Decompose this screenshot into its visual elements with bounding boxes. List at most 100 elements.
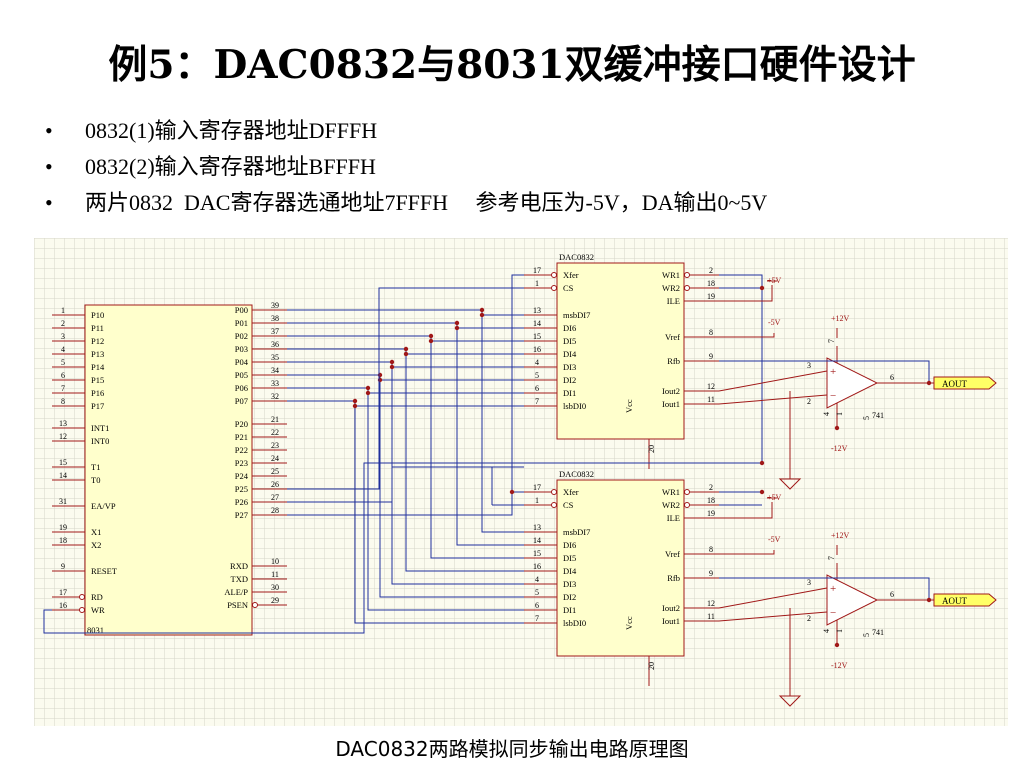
slide-title: 例5：DAC0832与8031双缓冲接口硬件设计 xyxy=(108,42,916,88)
dac-chip-body xyxy=(556,479,685,657)
dac-right-pin-label: WR1 xyxy=(662,270,680,280)
dac-left-pin-number: 14 xyxy=(533,319,541,328)
minus5v-label: -5V xyxy=(768,535,781,544)
opamp-triangle xyxy=(826,574,879,626)
minus12v-label: -12V xyxy=(831,661,848,670)
mcu-right-pin-number: 27 xyxy=(271,493,279,502)
dac-left-pin-number: 15 xyxy=(533,332,541,341)
opamp-pin-number: 2 xyxy=(807,614,811,623)
junction-dot xyxy=(479,307,485,313)
junction-dot xyxy=(926,597,932,603)
opamp-name-label: 741 xyxy=(872,628,884,637)
dac-left-pin-label: lsbDI0 xyxy=(563,401,586,411)
dac-left-pin-number: 15 xyxy=(533,549,541,558)
dac-name-label: DAC0832 xyxy=(559,252,594,262)
mcu-right-pin-label: P05 xyxy=(235,370,248,380)
iout2-wire xyxy=(718,587,828,609)
dac-left-pin-number: 16 xyxy=(533,562,541,571)
dac-left-pin-number: 7 xyxy=(535,397,539,406)
dac-right-pin-number: 18 xyxy=(707,496,715,505)
mcu-right-pin-number: 36 xyxy=(271,340,279,349)
bullet-dot-icon: • xyxy=(45,190,53,215)
dac-left-pin-label: DI3 xyxy=(563,579,576,589)
junction-dot xyxy=(454,325,460,331)
dac-left-pin-label: CS xyxy=(563,500,574,510)
dac-left-pin-number: 1 xyxy=(535,496,539,505)
dac-left-pin-label: DI2 xyxy=(563,375,576,385)
opamp-minus-sign: − xyxy=(830,390,836,402)
dac-left-pin-label: CS xyxy=(563,283,574,293)
dac-left-pin-number: 6 xyxy=(535,384,539,393)
dac-right-pin-number: 2 xyxy=(709,266,713,275)
minus5v-label: -5V xyxy=(768,318,781,327)
mcu-left-pin-number: 9 xyxy=(61,562,65,571)
dac-left-pin-number: 13 xyxy=(533,306,541,315)
junction-dot xyxy=(428,333,434,339)
mcu-right-pin-label: P03 xyxy=(235,344,248,354)
dac-right-pin-number: 11 xyxy=(707,612,715,621)
mcu-left-pin-label: WR xyxy=(91,605,105,615)
mcu-right-pin-label: P23 xyxy=(235,458,248,468)
rfb-feedback-wire xyxy=(719,577,930,600)
opamp-pin-number: 4 xyxy=(822,629,831,633)
mcu-left-pin-number: 5 xyxy=(61,358,65,367)
mcu-right-pin-number: 26 xyxy=(271,480,279,489)
dac-left-pin-number: 5 xyxy=(535,371,539,380)
junction-dot xyxy=(479,312,485,318)
mcu-left-pin-label: P14 xyxy=(91,362,105,372)
mcu-right-pin-label: P25 xyxy=(235,484,248,494)
dac-right-pin-number: 8 xyxy=(709,545,713,554)
rfb-feedback-wire xyxy=(719,360,930,383)
junction-dot xyxy=(759,489,765,495)
dac-right-pin-label: WR1 xyxy=(662,487,680,497)
junction-dot xyxy=(377,372,383,378)
diagram-caption: DAC0832两路模拟同步输出电路原理图 xyxy=(335,737,689,761)
inversion-bubble xyxy=(684,285,690,291)
dac-right-pin-number: 12 xyxy=(707,599,715,608)
inversion-bubble xyxy=(684,272,690,278)
junction-dot xyxy=(403,351,409,357)
opamp-pin-number: 5 xyxy=(862,633,871,637)
dac-right-pin-label: Rfb xyxy=(667,356,680,366)
cs1-wire xyxy=(287,287,524,490)
mcu-right-pin-label: RXD xyxy=(230,561,248,571)
iout1-wire xyxy=(718,394,828,405)
mcu-right-pin-number: 28 xyxy=(271,506,279,515)
mcu-left-pin-number: 14 xyxy=(59,471,67,480)
mcu-left-pin-label: P16 xyxy=(91,388,104,398)
bullet-dot-icon: • xyxy=(45,118,53,143)
dac-right-pin-label: ILE xyxy=(667,513,680,523)
dac-left-pin-number: 5 xyxy=(535,588,539,597)
mcu-left-pin-label: P11 xyxy=(91,323,104,333)
junction-dot xyxy=(352,403,358,409)
dac-left-pin-label: DI6 xyxy=(563,323,576,333)
junction-dot xyxy=(759,285,765,291)
dac-left-pin-number: 14 xyxy=(533,536,541,545)
opamp-pin-number: 5 xyxy=(862,416,871,420)
dac-right-pin-label: Iout1 xyxy=(662,616,680,626)
opamp-minus-sign: − xyxy=(830,607,836,619)
mcu-right-pin-number: 34 xyxy=(271,366,279,375)
opamp-pin-number: 4 xyxy=(822,412,831,416)
bullet-list: •0832(1)输入寄存器地址DFFFH •0832(2)输入寄存器地址BFFF… xyxy=(45,116,767,224)
inversion-bubble xyxy=(79,607,85,613)
mcu-right-pin-label: P00 xyxy=(235,305,248,315)
mcu-left-pin-number: 7 xyxy=(61,384,65,393)
mcu-left-pin-label: P12 xyxy=(91,336,104,346)
inversion-bubble xyxy=(551,285,557,291)
mcu-right-pin-number: 30 xyxy=(271,583,279,592)
mcu-left-pin-number: 3 xyxy=(61,332,65,341)
opamp-pin-number: 7 xyxy=(827,339,836,343)
inversion-bubble xyxy=(684,502,690,508)
dac-vcc-label: Vcc xyxy=(624,399,634,413)
dac-left-pin-label: DI1 xyxy=(563,605,576,615)
mcu-left-pin-number: 31 xyxy=(59,497,67,506)
dac-right-pin-number: 2 xyxy=(709,483,713,492)
inversion-bubble xyxy=(684,489,690,495)
mcu-right-pin-number: 37 xyxy=(271,327,279,336)
mcu-left-pin-number: 13 xyxy=(59,419,67,428)
mcu-right-pin-label: P22 xyxy=(235,445,248,455)
dac-name-label: DAC0832 xyxy=(559,469,594,479)
